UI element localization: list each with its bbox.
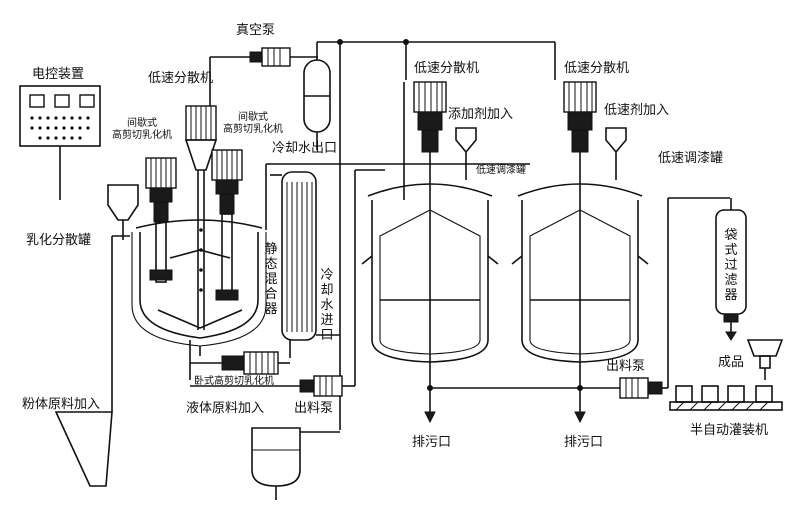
control-panel	[19, 85, 101, 147]
disperser-motor-tank-1	[403, 81, 447, 210]
label-filling-machine: 半自动灌装机	[690, 423, 769, 438]
discharge-pump-2-shape	[619, 377, 668, 399]
label-low-speed-agent-in: 低速剂加入	[604, 103, 670, 118]
discharge-pump-1-shape	[190, 375, 355, 397]
vacuum-pump	[209, 47, 318, 106]
label-drain-2: 排污口	[564, 435, 604, 450]
label-low-speed-disperser-1: 低速分散机	[148, 71, 214, 86]
disperser-motor-center	[184, 105, 218, 330]
disperser-motor-tank-2	[563, 81, 597, 210]
emulsify-tank-vessel	[131, 219, 267, 356]
static-mixer-column	[270, 171, 340, 358]
label-cooling-water-out: 冷却水出口	[272, 141, 338, 156]
label-product: 成品	[718, 355, 745, 370]
label-static-mixer: 静态混合器	[264, 242, 278, 317]
filling-conveyor	[669, 385, 783, 411]
label-liquid-in: 液体原料加入	[186, 401, 265, 416]
label-paint-tank-1: 低速调漆罐	[476, 165, 526, 176]
filling-hopper	[746, 339, 784, 380]
label-discharge-pump-2: 出料泵	[606, 359, 646, 374]
label-control-device: 电控装置	[32, 67, 85, 82]
label-paint-tank-2: 低速调漆罐	[658, 151, 724, 166]
label-emulsify-tank: 乳化分散罐	[26, 233, 92, 248]
small-feed-hopper	[107, 184, 139, 240]
label-vacuum-pump: 真空泵	[236, 23, 276, 38]
label-cooling-water-in: 冷却水进口	[320, 268, 334, 343]
label-low-speed-disperser-2: 低速分散机	[414, 61, 480, 76]
bag-filter-vessel	[715, 198, 747, 341]
label-low-speed-disperser-3: 低速分散机	[564, 61, 630, 76]
emulsifier-motor-2	[211, 149, 243, 301]
label-additive-in: 添加剂加入	[448, 107, 514, 122]
label-discharge-pump-1: 出料泵	[294, 401, 334, 416]
label-horizontal-emulsifier: 卧式高剪切乳化机	[194, 376, 274, 387]
label-batch-emulsifier-1: 间歇式 高剪切乳化机	[112, 118, 172, 141]
label-bag-filter: 袋式过滤器	[724, 228, 738, 303]
vacuum-separator	[303, 42, 331, 150]
label-drain-1: 排污口	[412, 435, 452, 450]
label-powder-in: 粉体原料加入	[22, 397, 101, 412]
powder-hopper	[54, 235, 130, 487]
horizontal-emulsifier	[190, 351, 290, 375]
emulsifier-motor-1	[145, 157, 177, 283]
paint-tank-2-vessel	[511, 183, 649, 424]
label-batch-emulsifier-2: 间歇式 高剪切乳化机	[223, 112, 283, 135]
liquid-feed-tank	[251, 427, 340, 500]
